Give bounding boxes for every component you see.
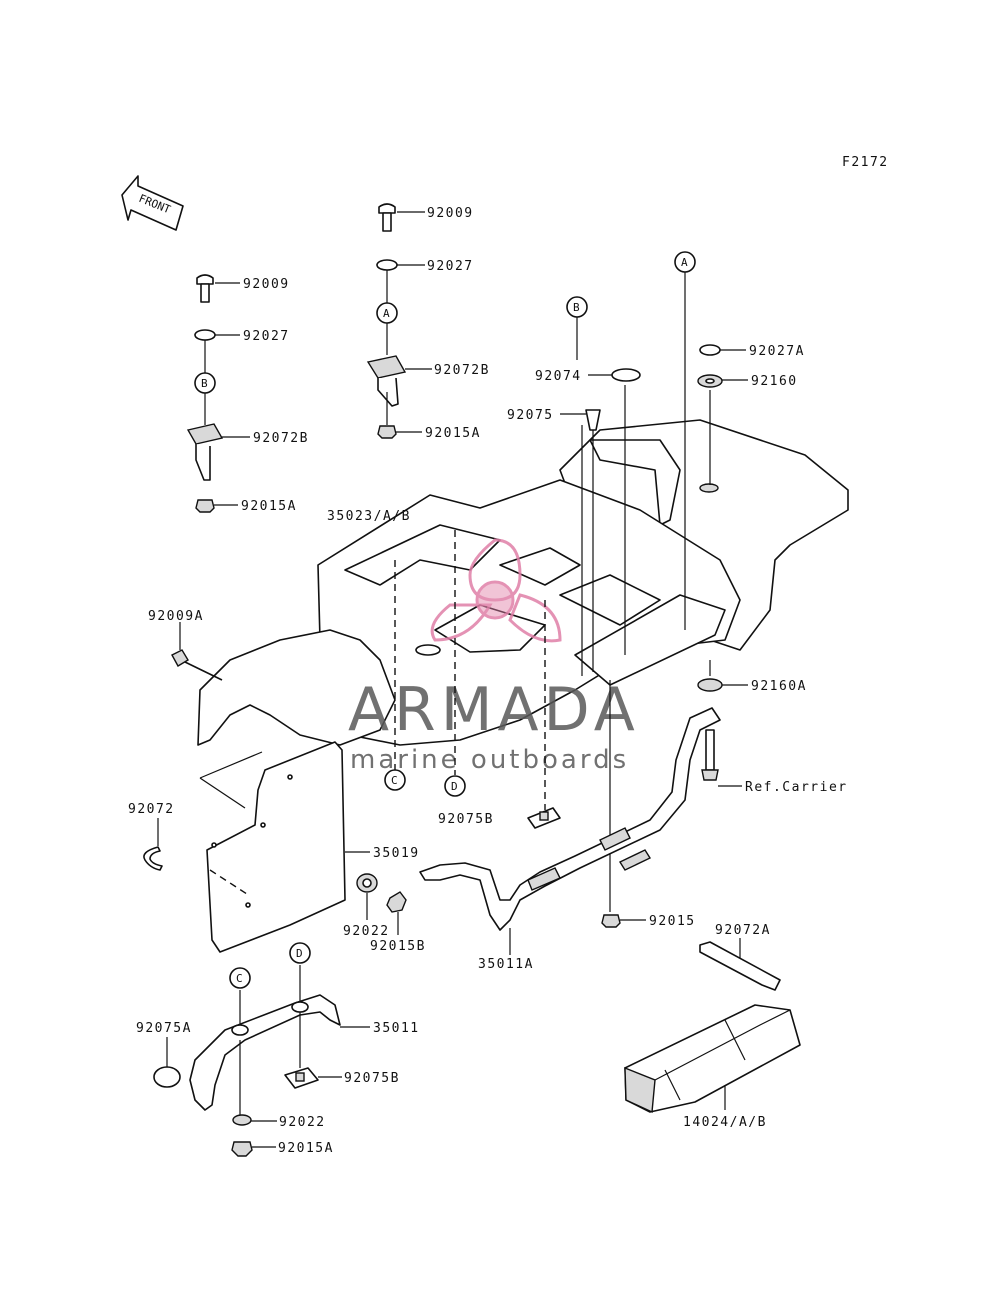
- part-label: 92075B: [438, 812, 494, 827]
- grommet-and-carrier-bolt: [697, 660, 748, 787]
- left-fastener-stack: [186, 274, 250, 513]
- part-label: 35011A: [478, 957, 534, 972]
- fender-callouts: A B C D: [384, 251, 696, 797]
- front-arrow-icon: FRONT: [121, 175, 184, 231]
- nut-92015: [601, 914, 646, 928]
- armada-logo-icon: [430, 538, 562, 643]
- mud-flap-35019: [199, 741, 370, 953]
- part-label: 92072B: [434, 363, 490, 378]
- part-label: 92075B: [344, 1071, 400, 1086]
- figure-code: F2172: [842, 155, 889, 170]
- center-fastener-stack: [366, 203, 432, 439]
- part-label: 92015A: [241, 499, 297, 514]
- part-label: 35011: [373, 1021, 420, 1036]
- part-label: 92027: [427, 259, 474, 274]
- rear-fender-body: [197, 419, 849, 746]
- callout-a-center: A: [383, 307, 390, 320]
- watermark-brand: ARMADA: [348, 675, 640, 745]
- right-washers: [697, 344, 748, 388]
- strap-92072a: [699, 938, 781, 991]
- nut-92075b-lower: [284, 1067, 342, 1089]
- part-label: 92075A: [136, 1021, 192, 1036]
- part-label: 92074: [535, 369, 582, 384]
- part-label: 92027A: [749, 344, 805, 359]
- part-label: 92075: [507, 408, 554, 423]
- clip-92072: [143, 818, 163, 871]
- part-label: 35023/A/B: [327, 509, 411, 524]
- callout-b-left: B: [201, 377, 208, 390]
- part-label: 92015A: [278, 1141, 334, 1156]
- carrier-bracket-35011a: [419, 707, 721, 955]
- part-label: 92072: [128, 802, 175, 817]
- cap-92075a: [153, 1037, 181, 1088]
- part-label: 92015: [649, 914, 696, 929]
- callout-d-fender: D: [451, 780, 458, 793]
- callout-a-right: A: [681, 256, 688, 269]
- bolt-92009a: [171, 622, 223, 681]
- part-label: 92009: [243, 277, 290, 292]
- armada-watermark: ARMADA marine outboards: [348, 538, 640, 775]
- part-label: 92015B: [370, 939, 426, 954]
- bracket-35011: C D: [189, 942, 370, 1115]
- part-label: 14024/A/B: [683, 1115, 767, 1130]
- part-label: 92022: [279, 1115, 326, 1130]
- part-label: 92015A: [425, 426, 481, 441]
- part-label: 35019: [373, 846, 420, 861]
- part-label: 92160A: [751, 679, 807, 694]
- nut-92075b-upper: [527, 807, 561, 829]
- part-label: 92022: [343, 924, 390, 939]
- callout-c-bracket: C: [236, 972, 243, 985]
- part-label: 92072B: [253, 431, 309, 446]
- part-label: 92027: [243, 329, 290, 344]
- part-label: 92160: [751, 374, 798, 389]
- part-label: 92009A: [148, 609, 204, 624]
- cap-and-plug: [560, 368, 641, 431]
- callout-c-fender: C: [391, 774, 398, 787]
- grommet-nut-pair: [356, 873, 407, 935]
- part-label: 92072A: [715, 923, 771, 938]
- callout-d-bracket: D: [296, 947, 303, 960]
- callout-b-right: B: [573, 301, 580, 314]
- lower-grommet-nut: [231, 1114, 277, 1157]
- part-label: Ref.Carrier: [745, 780, 848, 795]
- part-number-labels: 92009 92027 92072B 92015A 92009 92027 92…: [128, 206, 848, 1156]
- tool-bag-14024: [624, 1004, 801, 1114]
- part-label: 92009: [427, 206, 474, 221]
- assembly-dashed-lines: [394, 272, 711, 912]
